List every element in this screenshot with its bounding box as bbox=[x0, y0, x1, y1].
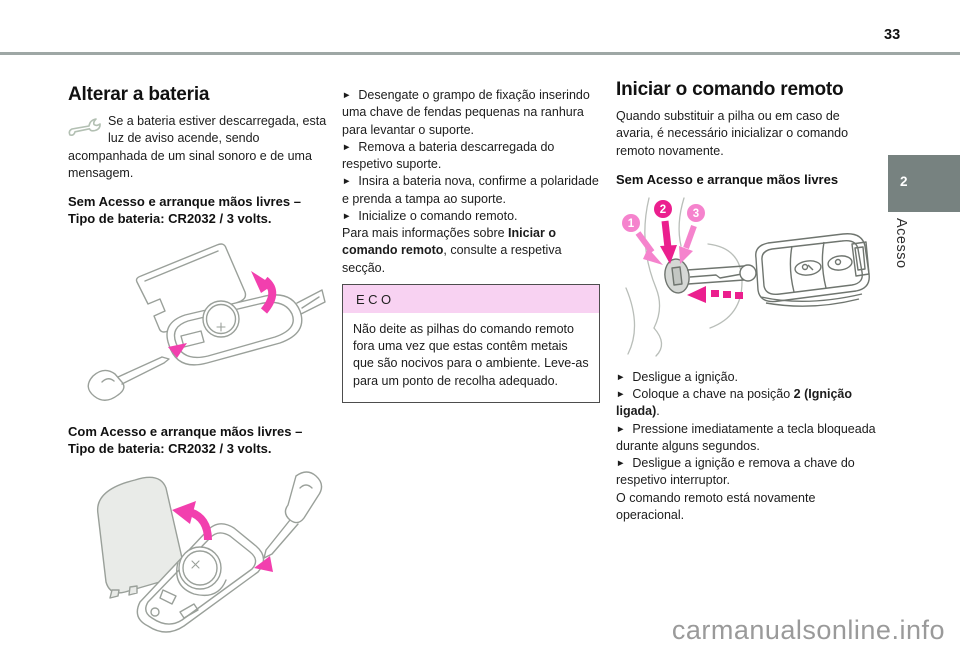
marker-3-label: 3 bbox=[693, 208, 699, 220]
intro-text: Se a bateria estiver descarregada, esta … bbox=[68, 114, 327, 180]
eco-box: ECO Não deite as pilhas do comando remot… bbox=[342, 283, 600, 403]
bullet-icon: ► bbox=[342, 141, 352, 153]
bullet-icon: ► bbox=[616, 389, 626, 401]
marker-3-circle bbox=[687, 203, 705, 222]
bullet-icon: ► bbox=[616, 423, 626, 435]
figure-ignition-key: 1 2 3 bbox=[616, 196, 878, 363]
wrench-icon bbox=[68, 116, 104, 142]
step-release-clip: ►Desengate o grampo de fixação inserindo… bbox=[342, 88, 590, 137]
right-intro: Quando substituir a pilha ou em caso de … bbox=[616, 109, 849, 158]
right-column: Iniciar o comando remoto Quando substitu… bbox=[616, 79, 878, 524]
section-title-initialize-remote: Iniciar o comando remoto bbox=[616, 79, 844, 100]
chapter-tab: 2 bbox=[888, 155, 960, 212]
step-remove-battery: ►Remova a bateria descarregada do respet… bbox=[342, 139, 555, 171]
intro-paragraph: Se a bateria estiver descarregada, esta … bbox=[68, 113, 330, 182]
subhead-sem-acesso: Sem Acesso e arranque mãos livres – Tipo… bbox=[68, 194, 301, 227]
marker-2-label: 2 bbox=[660, 204, 666, 216]
eco-box-text: Não deite as pilhas do comando remoto fo… bbox=[353, 321, 589, 388]
eco-box-title: ECO bbox=[343, 284, 599, 313]
marker-2-circle bbox=[654, 199, 672, 218]
left-column: Alterar a bateria Se a bateria estiver d… bbox=[68, 84, 330, 643]
figure-smart-key-battery bbox=[60, 466, 330, 643]
chapter-label: Acesso bbox=[893, 218, 909, 269]
step-insert-battery: ►Insira a bateria nova, confirme a polar… bbox=[342, 174, 599, 206]
marker-1-circle bbox=[622, 213, 640, 232]
watermark: carmanualsonline.info bbox=[671, 615, 945, 645]
closing-note: O comando remoto está novamente operacio… bbox=[616, 490, 816, 522]
bullet-icon: ► bbox=[342, 176, 352, 188]
subhead-sem-acesso-right: Sem Acesso e arranque mãos livres bbox=[616, 171, 839, 187]
figure-flip-key-battery bbox=[68, 235, 330, 412]
bullet-icon: ► bbox=[616, 458, 626, 470]
page-number: 33 bbox=[884, 27, 901, 43]
bullet-icon: ► bbox=[342, 210, 352, 222]
more-info-note: Para mais informações sobre Iniciar o co… bbox=[342, 226, 562, 275]
middle-column: ►Desengate o grampo de fixação inserindo… bbox=[342, 87, 602, 403]
step-key-position-2: ►Coloque a chave na posição 2 (Ignição l… bbox=[616, 387, 852, 419]
section-title-change-battery: Alterar a bateria bbox=[68, 84, 210, 105]
step-initialize: ►Inicialize o comando remoto. bbox=[342, 208, 518, 223]
bullet-icon: ► bbox=[616, 371, 626, 383]
header-rule bbox=[0, 52, 960, 55]
chapter-tab-number: 2 bbox=[900, 174, 908, 189]
step-remove-key: ►Desligue a ignição e remova a chave do … bbox=[616, 456, 855, 488]
marker-1-label: 1 bbox=[628, 218, 635, 230]
bullet-icon: ► bbox=[342, 90, 352, 101]
subhead-com-acesso: Com Acesso e arranque mãos livres – Tipo… bbox=[68, 424, 303, 457]
step-switch-off-ignition: ►Desligue a ignição. bbox=[616, 369, 739, 384]
step-press-locked-button: ►Pressione imediatamente a tecla bloquea… bbox=[616, 421, 876, 453]
